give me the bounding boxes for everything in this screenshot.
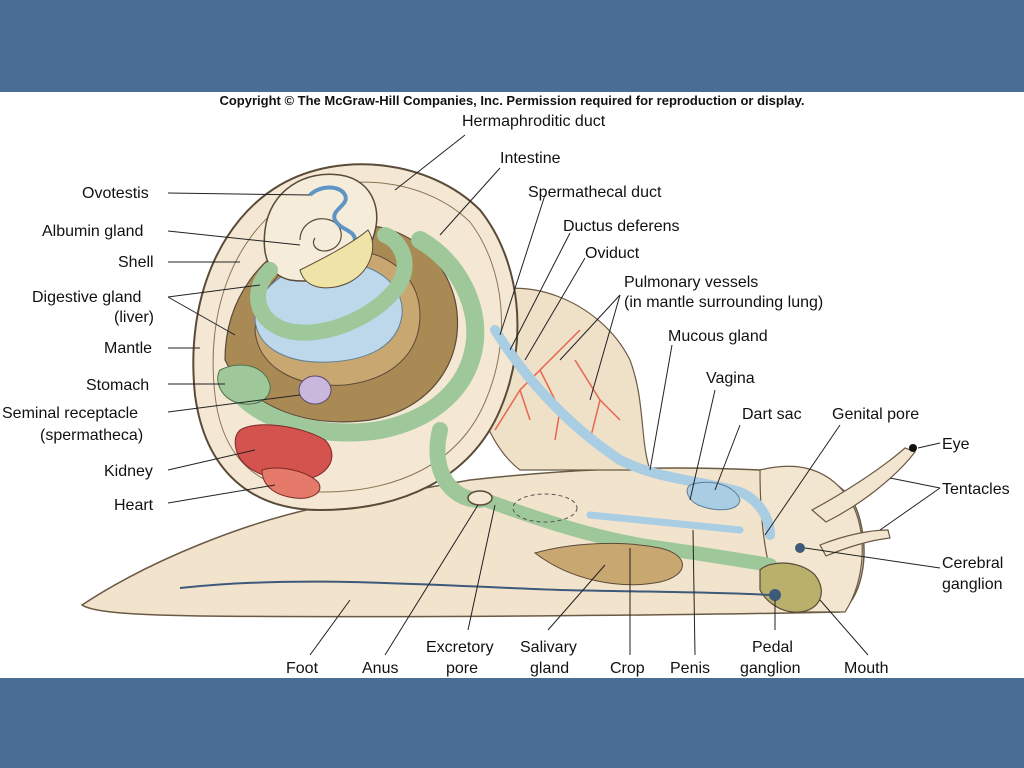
intestine-loop-2 — [221, 231, 485, 442]
label-pulmonary-vessels: Pulmonary vessels — [624, 274, 758, 291]
pedal-nerve — [179, 580, 771, 596]
leader-lines — [167, 134, 941, 656]
label-eye: Eye — [942, 436, 970, 453]
label-salivary-gland-2: gland — [530, 660, 569, 677]
intestine-loop — [250, 227, 413, 341]
label-tentacles: Tentacles — [942, 481, 1010, 498]
label-mantle: Mantle — [104, 340, 152, 357]
label-cerebral-ganglion-2: ganglion — [942, 576, 1003, 593]
label-pedal-ganglion: Pedal — [752, 639, 793, 656]
label-excretory-pore-2: pore — [446, 660, 478, 677]
label-pulmonary-vessels-note: (in mantle surrounding lung) — [624, 294, 823, 311]
label-pedal-ganglion-2: ganglion — [740, 660, 801, 677]
tentacle-lower — [819, 529, 891, 557]
label-ductus-deferens: Ductus deferens — [563, 218, 680, 235]
label-penis: Penis — [670, 660, 710, 677]
label-cerebral-ganglion: Cerebral — [942, 555, 1003, 572]
shell-apex-spiral — [299, 218, 342, 252]
label-ovotestis: Ovotestis — [82, 185, 149, 202]
pedal-ganglion — [769, 589, 781, 601]
label-excretory-pore: Excretory — [426, 639, 494, 656]
label-digestive-gland-2: (liver) — [114, 309, 154, 326]
label-dart-sac: Dart sac — [742, 406, 802, 423]
label-digestive-gland: Digestive gland — [32, 289, 141, 306]
label-kidney: Kidney — [104, 463, 153, 480]
label-intestine: Intestine — [500, 150, 561, 167]
label-shell: Shell — [118, 254, 154, 271]
top-banner — [0, 0, 1024, 92]
label-albumin-gland: Albumin gland — [42, 223, 143, 240]
label-stomach: Stomach — [86, 377, 149, 394]
reproductive-tract — [490, 325, 775, 540]
anus-opening — [467, 490, 493, 506]
label-seminal-receptacle: Seminal receptacle — [2, 405, 138, 422]
label-vagina: Vagina — [706, 370, 755, 387]
label-oviduct: Oviduct — [585, 245, 640, 262]
label-seminal-receptacle-2: (spermatheca) — [40, 427, 143, 444]
label-mucous-gland: Mucous gland — [668, 328, 768, 345]
bottom-banner — [0, 678, 1024, 768]
label-mouth: Mouth — [844, 660, 888, 677]
label-foot: Foot — [286, 660, 319, 677]
albumin-gland — [299, 229, 374, 289]
tentacle-upper — [810, 447, 916, 523]
cerebral-ganglion — [795, 543, 805, 553]
eye-spot — [909, 444, 917, 452]
heart — [261, 467, 321, 499]
label-hermaphroditic-duct: Hermaphroditic duct — [462, 113, 606, 130]
label-salivary-gland: Salivary — [520, 639, 577, 656]
penis-duct — [586, 511, 744, 534]
copyright-notice: Copyright © The McGraw-Hill Companies, I… — [219, 93, 805, 108]
label-anus: Anus — [362, 660, 398, 677]
dart-sac — [686, 481, 741, 511]
label-genital-pore: Genital pore — [832, 406, 919, 423]
lung-outline — [512, 493, 578, 523]
seminal-receptacle — [298, 375, 332, 405]
label-heart: Heart — [114, 497, 154, 514]
label-spermathecal-duct: Spermathecal duct — [528, 184, 662, 201]
label-crop: Crop — [610, 660, 645, 677]
